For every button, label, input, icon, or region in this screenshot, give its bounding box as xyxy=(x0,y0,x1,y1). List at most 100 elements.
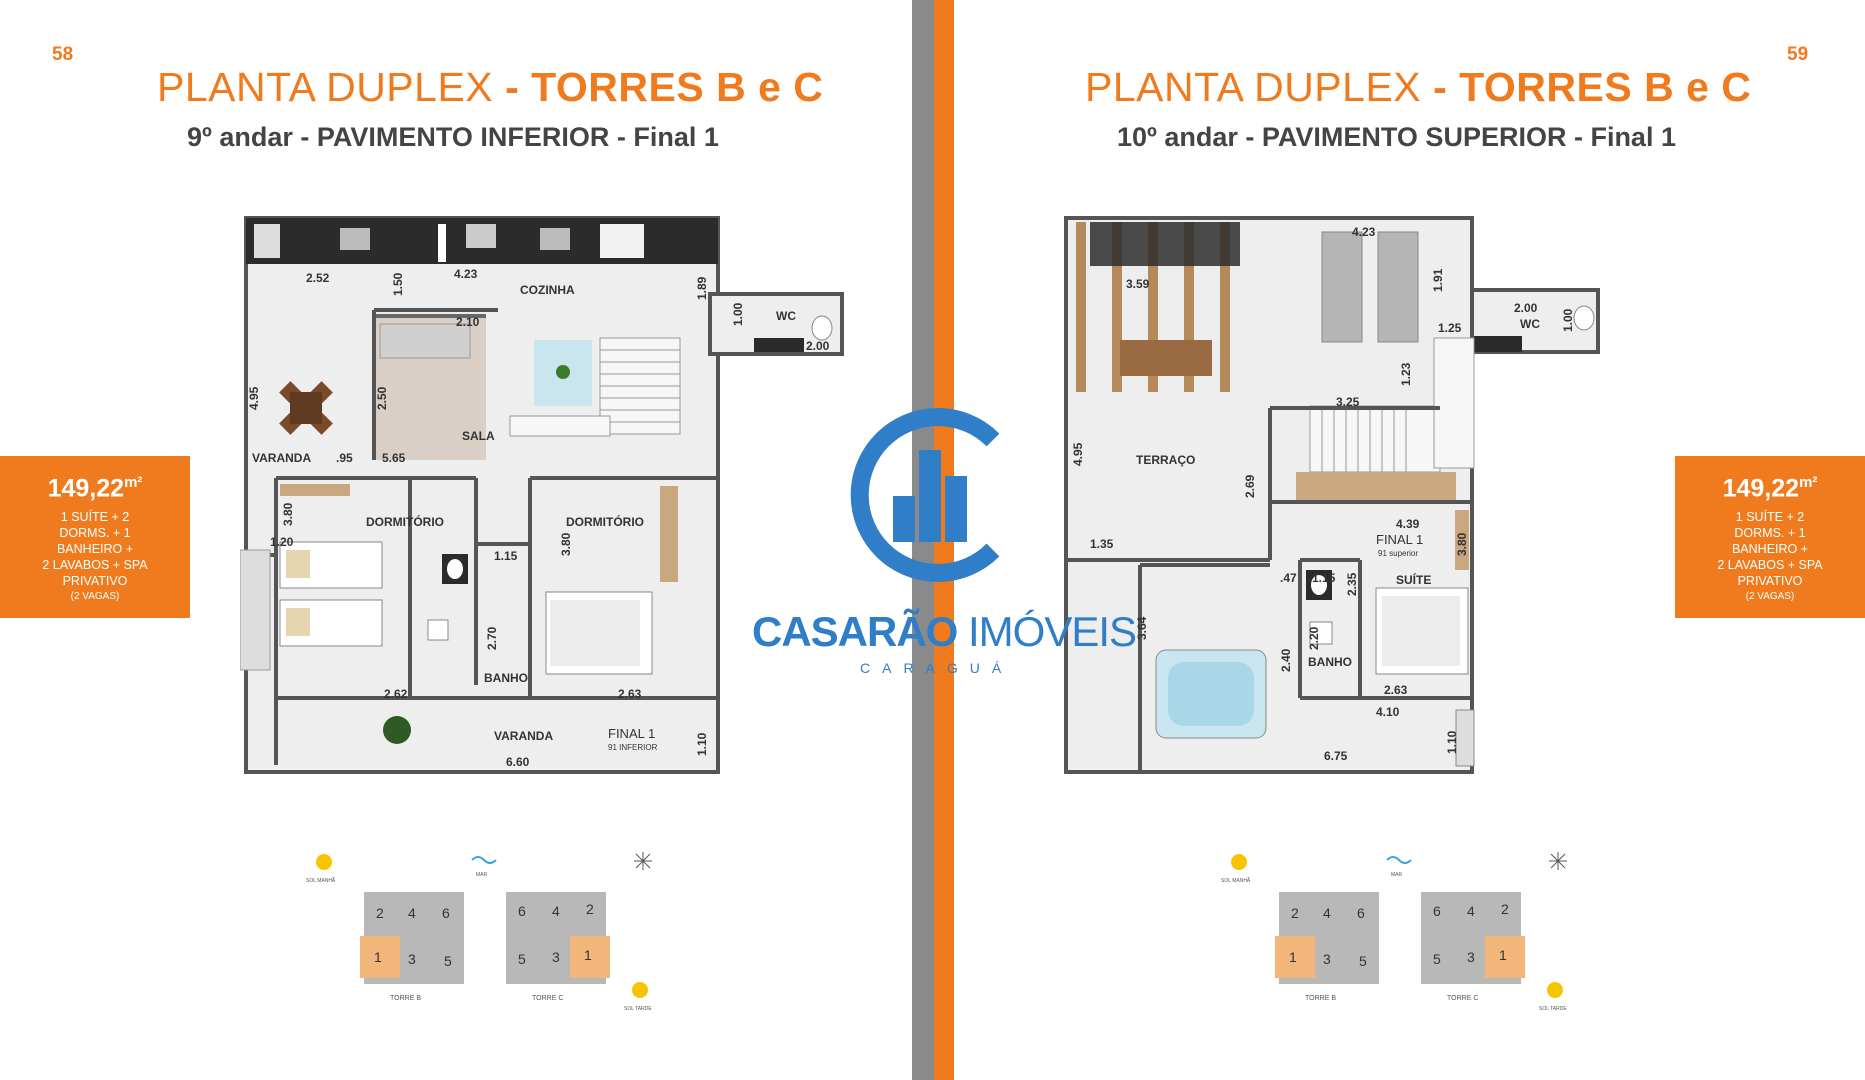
torre-b-label: TORRE B xyxy=(390,995,421,1002)
final-label: FINAL 1 xyxy=(1376,532,1423,547)
svg-text:1: 1 xyxy=(1289,949,1297,965)
svg-text:1: 1 xyxy=(584,947,592,963)
sol-manha-label: SOL MANHÃ xyxy=(1221,877,1251,884)
svg-text:3: 3 xyxy=(1467,949,1475,965)
final-sub-label: 91 superior xyxy=(1378,549,1418,558)
dim-label: 4.39 xyxy=(1396,517,1420,531)
title-bold: - TORRES B e C xyxy=(505,64,824,110)
area-description: 1 SUÍTE + 2 DORMS. + 1 BANHEIRO + 2 LAVA… xyxy=(42,510,148,603)
dim-label: 1.00 xyxy=(1561,308,1575,332)
torre-c-label: TORRE C xyxy=(1447,995,1478,1002)
room-label-dormitorio-1: DORMITÓRIO xyxy=(366,514,444,529)
room-label-terraco: TERRAÇO xyxy=(1136,453,1195,467)
dim-label: 3.80 xyxy=(281,502,295,526)
dim-label: 3.64 xyxy=(1135,616,1149,640)
torre-b-label: TORRE B xyxy=(1305,995,1336,1002)
dim-label: 1.25 xyxy=(1438,321,1462,335)
dim-label: .95 xyxy=(336,451,353,465)
logo-city: CARAGUÁ xyxy=(860,660,1014,676)
mar-label: MAR xyxy=(1391,872,1403,878)
dim-label: 2.35 xyxy=(1345,572,1359,596)
dim-label: 2.20 xyxy=(1307,626,1321,650)
dim-label: 1.23 xyxy=(1399,362,1413,386)
room-label-cozinha: COZINHA xyxy=(520,283,575,297)
right-page: 59 PLANTA DUPLEX - TORRES B e C 10º anda… xyxy=(955,0,1865,1080)
area-description: 1 SUÍTE + 2 DORMS. + 1 BANHEIRO + 2 LAVA… xyxy=(1717,510,1823,603)
dim-label: 2.40 xyxy=(1279,648,1293,672)
dim-label: 4.23 xyxy=(1352,225,1376,239)
room-label-suite: SUÍTE xyxy=(1396,572,1431,587)
page-title: PLANTA DUPLEX - TORRES B e C xyxy=(157,64,823,111)
page-number: 58 xyxy=(52,44,74,65)
dim-label: 2.63 xyxy=(1384,683,1408,697)
svg-text:4: 4 xyxy=(408,905,416,921)
dim-label: 2.52 xyxy=(306,271,330,285)
dim-label: 2.00 xyxy=(806,339,830,353)
svg-text:6: 6 xyxy=(518,903,526,919)
logo-brand-light: IMÓVEIS xyxy=(968,608,1137,655)
title-light: PLANTA DUPLEX xyxy=(1085,64,1422,110)
svg-text:6: 6 xyxy=(1357,905,1365,921)
svg-text:2: 2 xyxy=(1291,905,1299,921)
dim-label: 2.62 xyxy=(384,687,408,701)
final-label: FINAL 1 xyxy=(608,726,655,741)
dim-label: 4.23 xyxy=(454,267,478,281)
svg-text:5: 5 xyxy=(1359,953,1367,969)
logo-mark-icon xyxy=(850,408,1000,582)
dim-label: 1.50 xyxy=(391,272,405,296)
dim-label: 2.69 xyxy=(1243,474,1257,498)
svg-text:4: 4 xyxy=(552,903,560,919)
svg-text:2: 2 xyxy=(586,901,594,917)
dim-label: 1.10 xyxy=(1445,730,1459,754)
left-page: 58 PLANTA DUPLEX - TORRES B e C 9º andar… xyxy=(0,0,910,1080)
svg-text:5: 5 xyxy=(518,951,526,967)
dim-label: 2.63 xyxy=(618,687,642,701)
dim-label: 4.10 xyxy=(1376,705,1400,719)
room-label-sala: SALA xyxy=(462,429,495,443)
room-label-banho: BANHO xyxy=(484,671,528,685)
sol-tarde-label: SOL TARDE xyxy=(624,1006,652,1012)
dim-label: 4.95 xyxy=(1071,442,1085,466)
watermark-logo xyxy=(735,400,1135,690)
room-label-varanda: VARANDA xyxy=(252,451,311,465)
svg-text:3: 3 xyxy=(1323,951,1331,967)
floor-plan-upper: 4.23 1.91 3.59 2.00 WC 1.00 1.25 1.23 3.… xyxy=(1060,210,1640,780)
room-label-varanda-bottom: VARANDA xyxy=(494,729,553,743)
dim-label: 3.59 xyxy=(1126,277,1150,291)
dim-label: 1.91 xyxy=(1431,268,1445,292)
svg-text:2: 2 xyxy=(376,905,384,921)
sol-tarde-label: SOL TARDE xyxy=(1539,1006,1567,1012)
dim-label: 3.80 xyxy=(559,532,573,556)
spine-orange xyxy=(934,0,954,1080)
dim-label: 1.20 xyxy=(270,535,294,549)
room-label-wc: WC xyxy=(776,309,796,323)
svg-text:1: 1 xyxy=(374,949,382,965)
room-label-wc: WC xyxy=(1520,317,1540,331)
floor-plan-lower: 2.52 4.23 COZINHA FG 1.50 1.89 1.00 WC 2… xyxy=(239,205,860,780)
dim-label: 3.80 xyxy=(1455,532,1469,556)
svg-text:1: 1 xyxy=(1499,947,1507,963)
page-number: 59 xyxy=(1787,44,1809,65)
page-title: PLANTA DUPLEX - TORRES B e C xyxy=(1085,64,1751,111)
area-info-box: 149,22m² 1 SUÍTE + 2 DORMS. + 1 BANHEIRO… xyxy=(0,456,190,618)
logo-brand-bold: CASARÃO xyxy=(752,608,958,655)
svg-text:4: 4 xyxy=(1323,905,1331,921)
dim-label: 1.10 xyxy=(695,732,709,756)
svg-text:6: 6 xyxy=(442,905,450,921)
svg-text:4: 4 xyxy=(1467,903,1475,919)
dim-label: 2.50 xyxy=(375,386,389,410)
logo-brand: CASARÃO IMÓVEIS xyxy=(752,608,1137,656)
mar-label: MAR xyxy=(476,872,488,878)
tower-location-map: SOL MANHÃ MAR 2 4 6 1 3 5 6 4 2 5 3 1 xyxy=(300,848,670,1018)
dim-label: 1.00 xyxy=(731,302,745,326)
sol-manha-label: SOL MANHÃ xyxy=(306,877,336,884)
dim-label: 1.35 xyxy=(1090,537,1114,551)
dim-label: 6.75 xyxy=(1324,749,1348,763)
dim-label: 4.95 xyxy=(247,386,261,410)
svg-text:5: 5 xyxy=(1433,951,1441,967)
area-value: 149,22m² xyxy=(1722,474,1818,503)
svg-text:3: 3 xyxy=(408,951,416,967)
torre-c-label: TORRE C xyxy=(532,995,563,1002)
area-info-box: 149,22m² 1 SUÍTE + 2 DORMS. + 1 BANHEIRO… xyxy=(1675,456,1865,618)
title-bold: - TORRES B e C xyxy=(1433,64,1752,110)
